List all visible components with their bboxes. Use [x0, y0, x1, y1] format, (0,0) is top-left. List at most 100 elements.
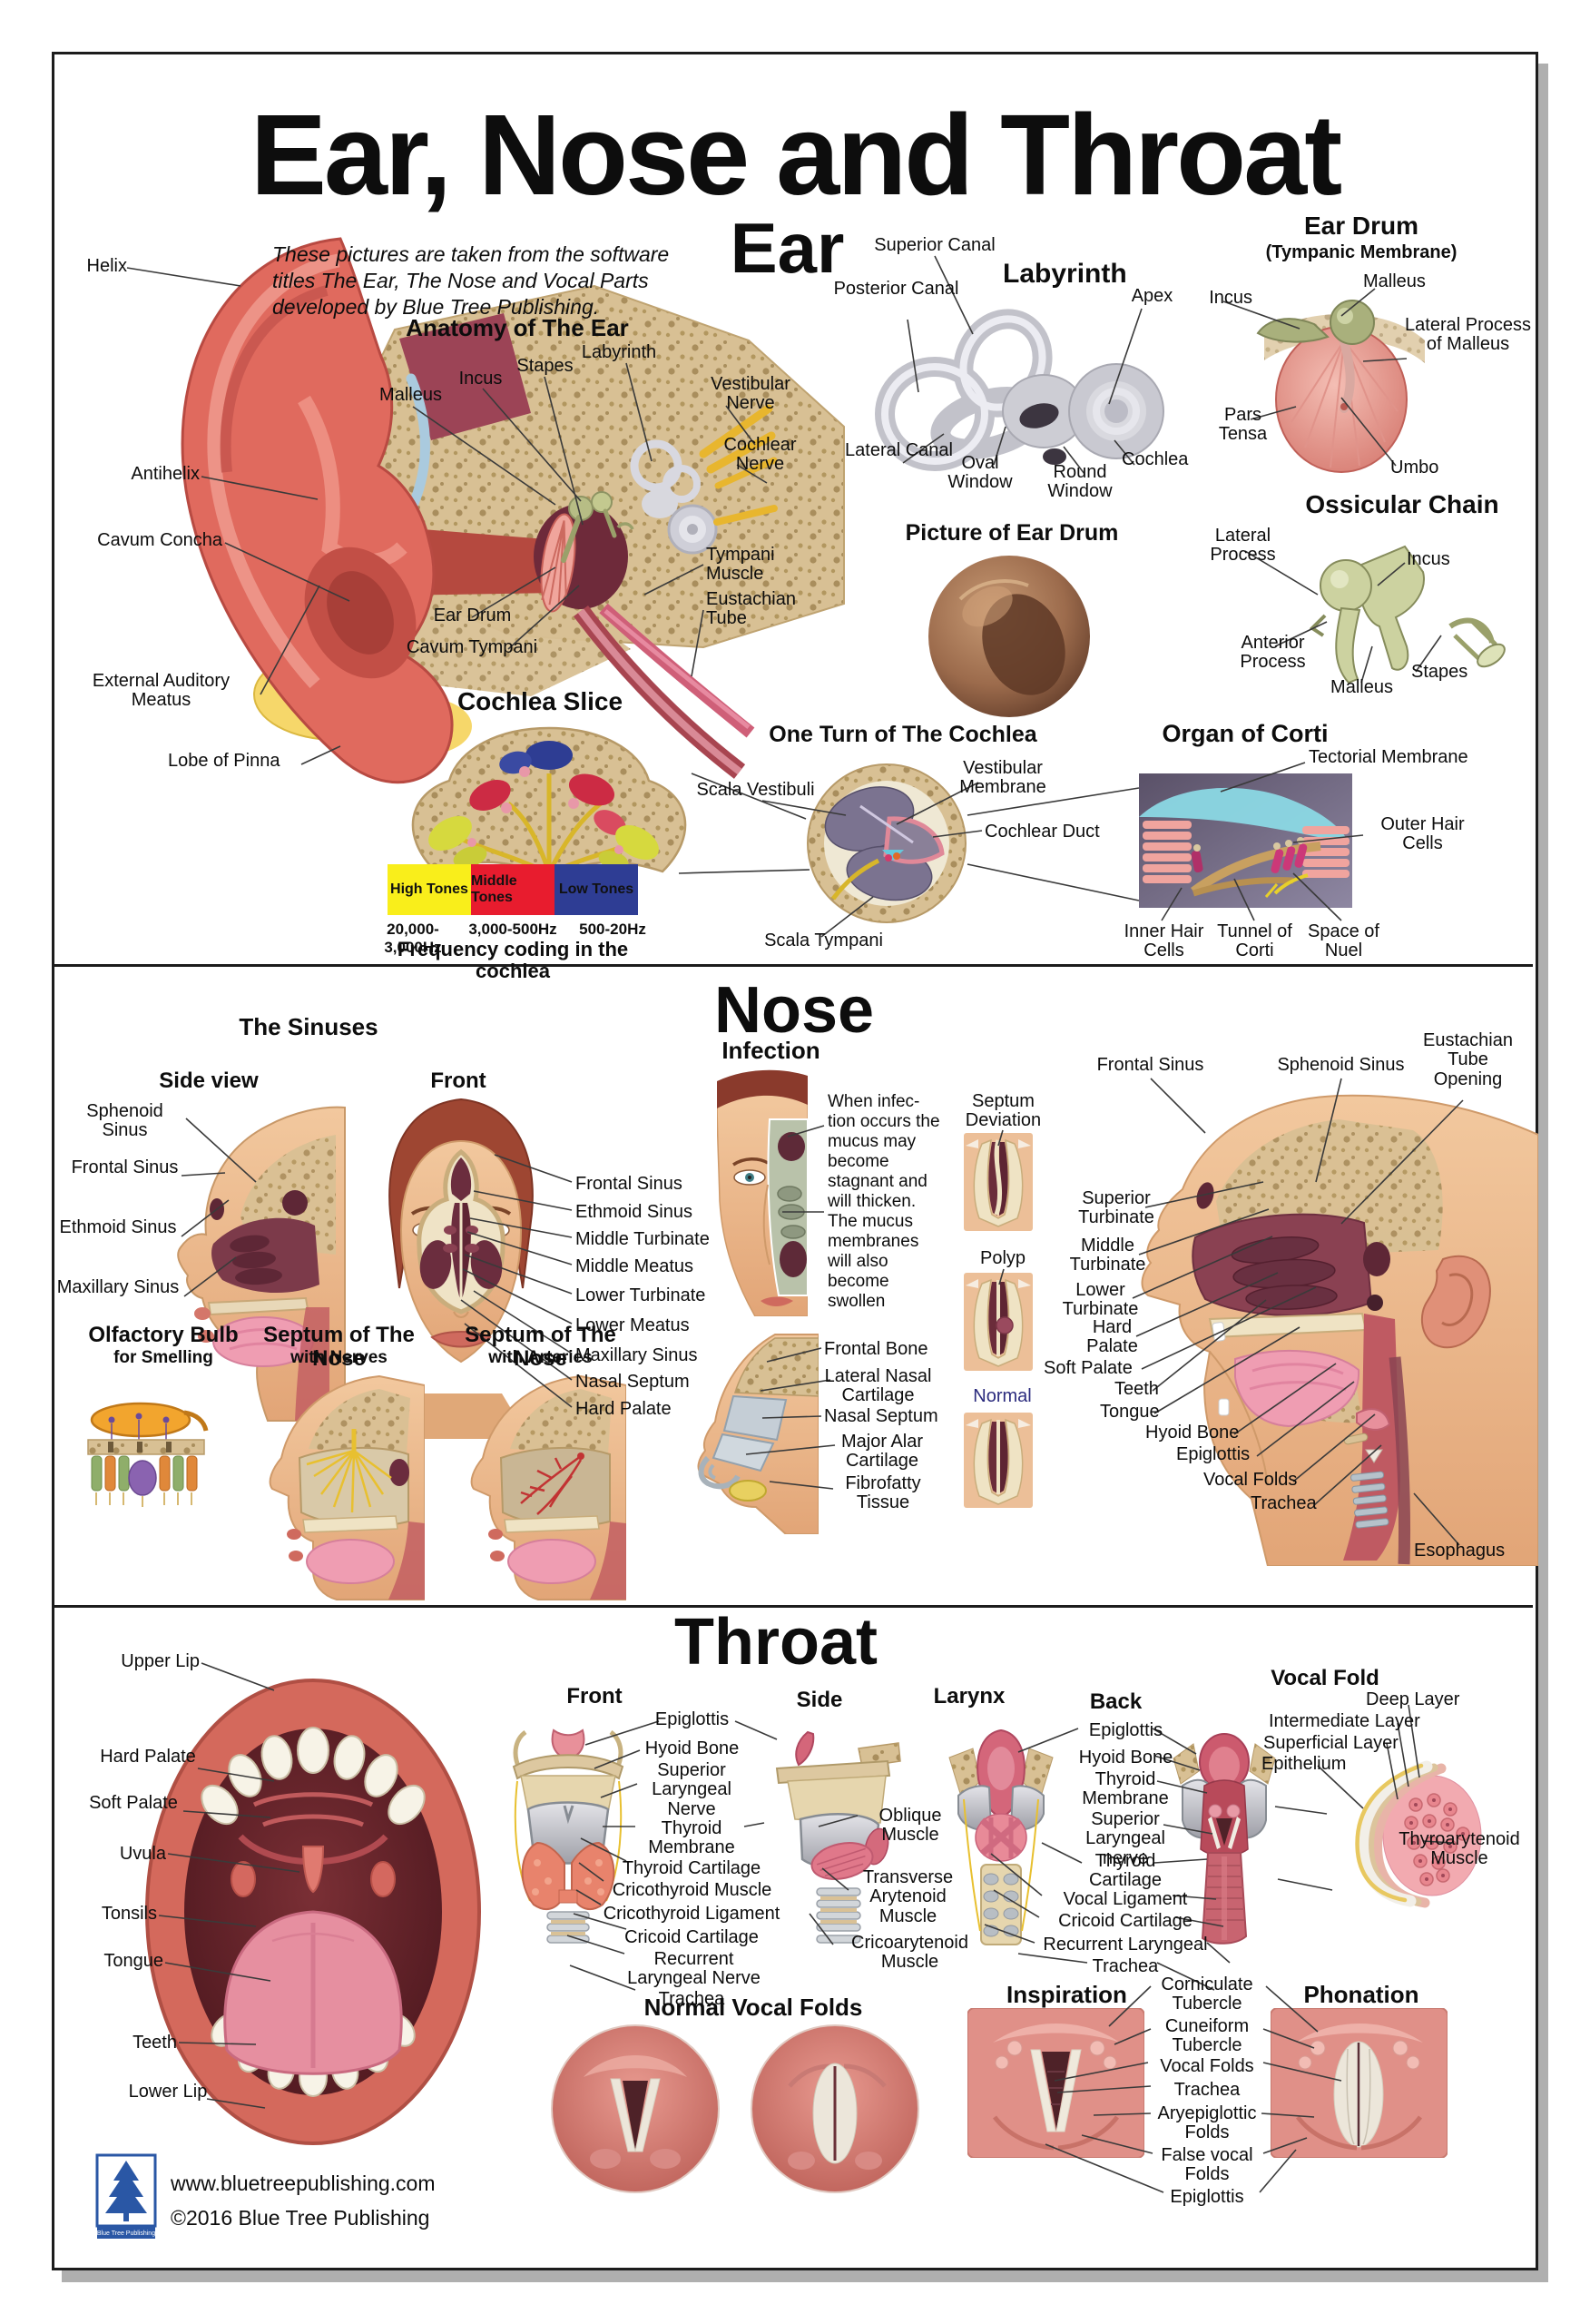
- label-cricothyroid-ligament: Cricothyroid Ligament: [603, 1904, 780, 1924]
- labyrinth-figure: [875, 309, 1164, 471]
- throat-front-title: Front: [566, 1684, 623, 1709]
- phonation-title: Phonation: [1303, 1981, 1419, 2008]
- label-back-thyroid-membrane: Thyroid Membrane: [1082, 1769, 1169, 1809]
- septum-deviation-panel: [964, 1133, 1033, 1231]
- label-ethmoid-sinus-side: Ethmoid Sinus: [59, 1217, 177, 1237]
- label-stapes: Stapes: [516, 356, 574, 376]
- label-superficial-layer: Superficial Layer: [1263, 1733, 1399, 1753]
- labyrinth-title: Labyrinth: [1003, 259, 1127, 289]
- label-outer-hair-cells: Outer Hair Cells: [1380, 814, 1465, 854]
- label-mouth-teeth: Teeth: [132, 2033, 177, 2053]
- septum-arteries-subtitle: with Arteries: [488, 1348, 593, 1367]
- label-ear-drum: Ear Drum: [433, 606, 512, 625]
- label-frontal-bone: Frontal Bone: [824, 1339, 928, 1359]
- label-lower-lip: Lower Lip: [128, 2082, 208, 2102]
- label-sag-lower-turbinate: Lower Turbinate: [1062, 1280, 1139, 1320]
- label-sag-trachea: Trachea: [1251, 1493, 1317, 1513]
- label-transverse-arytenoid-muscle: Transverse Arytenoid Muscle: [862, 1867, 954, 1926]
- label-back-cricoid-cartilage: Cricoid Cartilage: [1058, 1911, 1192, 1931]
- label-helix: Helix: [86, 256, 127, 276]
- label-cricothyroid-muscle: Cricothyroid Muscle: [612, 1880, 772, 1900]
- frequency-ranges: 20,000-3,000Hz 3,000-500Hz 500-20Hz: [363, 921, 662, 957]
- label-thyroid-cartilage: Thyroid Cartilage: [622, 1858, 761, 1878]
- label-sag-hyoid-bone: Hyoid Bone: [1145, 1423, 1240, 1443]
- label-recurrent-laryngeal: Recurrent Laryngeal: [1043, 1935, 1208, 1955]
- label-upper-lip: Upper Lip: [121, 1651, 200, 1671]
- olfactory-bulb-figure: [87, 1402, 209, 1507]
- nose-heading: Nose: [713, 974, 875, 1047]
- label-thyroid-membrane: Thyroid Membrane: [648, 1818, 735, 1858]
- septum-nerves-title: Septum of The Nose: [263, 1323, 415, 1371]
- label-scala-vestibuli: Scala Vestibuli: [696, 780, 815, 800]
- label-cavum-tympani: Cavum Tympani: [406, 637, 538, 657]
- infection-title: Infection: [721, 1037, 820, 1064]
- normal-septum-panel: [964, 1413, 1033, 1508]
- label-sag-sphenoid-sinus: Sphenoid Sinus: [1277, 1055, 1405, 1075]
- label-sag-middle-turbinate: Middle Turbinate: [1069, 1236, 1146, 1275]
- label-sag-vocal-folds: Vocal Folds: [1203, 1470, 1298, 1490]
- label-umbo: Umbo: [1390, 458, 1439, 478]
- olfactory-bulb-subtitle: for Smelling: [113, 1348, 213, 1367]
- infection-figure: [717, 1069, 808, 1316]
- label-lateral-nasal-cartilage: Lateral Nasal Cartilage: [824, 1366, 932, 1406]
- label-frontal-sinus-front: Frontal Sinus: [575, 1174, 682, 1194]
- label-malleus: Malleus: [379, 385, 442, 405]
- label-thyroarytenoid-muscle: Thyroarytenoid Muscle: [1399, 1829, 1520, 1869]
- the-sinuses-title: The Sinuses: [239, 1013, 378, 1040]
- label-tympani-muscle: Tympani Muscle: [706, 545, 775, 585]
- frequency-caption: Frequency coding in the cochlea: [397, 938, 629, 982]
- ear-drum-photo: [928, 556, 1090, 717]
- inspiration-title: Inspiration: [1006, 1981, 1127, 2008]
- label-vocal-ligament: Vocal Ligament: [1063, 1889, 1188, 1909]
- label-oval-window: Oval Window: [947, 453, 1013, 493]
- section-divider-ear-nose: [54, 964, 1533, 967]
- label-sag-hard-palate: Hard Palate: [1086, 1317, 1138, 1357]
- throat-back-title: Back: [1089, 1689, 1143, 1714]
- phonation-photo: [1271, 2008, 1448, 2158]
- label-glottis-trachea: Trachea: [1173, 2080, 1241, 2100]
- label-deep-layer: Deep Layer: [1366, 1689, 1460, 1709]
- label-corniculate-tubercle: Corniculate Tubercle: [1161, 1974, 1253, 2014]
- label-tonsils: Tonsils: [101, 1904, 157, 1924]
- label-superior-laryngeal-nerve: Superior Laryngeal Nerve: [652, 1760, 731, 1819]
- label-esophagus: Esophagus: [1414, 1541, 1506, 1561]
- label-middle-meatus: Middle Meatus: [575, 1256, 694, 1276]
- label-front-trachea: Trachea: [658, 1989, 725, 2009]
- label-maxillary-sinus-side: Maxillary Sinus: [56, 1277, 180, 1297]
- ossicular-chain-title: Ossicular Chain: [1305, 490, 1499, 518]
- label-ossicular-stapes: Stapes: [1411, 662, 1468, 682]
- mouth-figure: [145, 1679, 481, 2145]
- label-round-window: Round Window: [1047, 462, 1113, 502]
- label-superior-canal: Superior Canal: [874, 235, 996, 255]
- label-soft-palate: Soft Palate: [1044, 1358, 1133, 1378]
- label-ossicular-lateral-process: Lateral Process: [1210, 526, 1276, 566]
- label-pars-tensa: Pars Tensa: [1218, 405, 1268, 445]
- range-high: 20,000-3,000Hz: [384, 921, 442, 956]
- label-sag-tongue: Tongue: [1100, 1402, 1160, 1422]
- label-sag-frontal-sinus: Frontal Sinus: [1096, 1055, 1204, 1075]
- label-sag-teeth: Teeth: [1114, 1379, 1159, 1399]
- label-eustachian-tube-opening: Eustachian Tube Opening: [1423, 1030, 1513, 1089]
- label-oblique-muscle: Oblique Muscle: [878, 1806, 942, 1846]
- vocal-fold-title: Vocal Fold: [1271, 1666, 1379, 1690]
- label-incus: Incus: [458, 369, 503, 389]
- label-false-vocal-folds: False vocal Folds: [1161, 2145, 1253, 2185]
- label-fibrofatty-tissue: Fibrofatty Tissue: [845, 1473, 921, 1513]
- label-uvula: Uvula: [119, 1844, 166, 1864]
- poster-title: Ear, Nose and Throat: [250, 91, 1342, 219]
- credit-note: These pictures are taken from the softwa…: [272, 242, 670, 319]
- label-sag-epiglottis: Epiglottis: [1176, 1444, 1251, 1464]
- label-cricoarytenoid-muscle: Cricoarytenoid Muscle: [851, 1933, 968, 1973]
- ear-drum-fig-title: Ear Drum: [1303, 212, 1419, 240]
- label-inner-hair-cells: Inner Hair Cells: [1124, 921, 1204, 961]
- throat-side-title: Side: [796, 1688, 843, 1712]
- label-eustachian-tube: Eustachian Tube: [706, 589, 796, 629]
- label-middle-turbinate-front: Middle Turbinate: [575, 1229, 710, 1249]
- larynx-section-title: Larynx: [933, 1684, 1006, 1709]
- organ-of-corti-title: Organ of Corti: [1162, 720, 1329, 747]
- ossicular-chain-figure: [1309, 545, 1506, 684]
- label-space-of-nuel: Space of Nuel: [1308, 921, 1379, 961]
- larynx-side-figure: [775, 1730, 901, 1944]
- label-maxillary-sinus-front: Maxillary Sinus: [575, 1345, 698, 1365]
